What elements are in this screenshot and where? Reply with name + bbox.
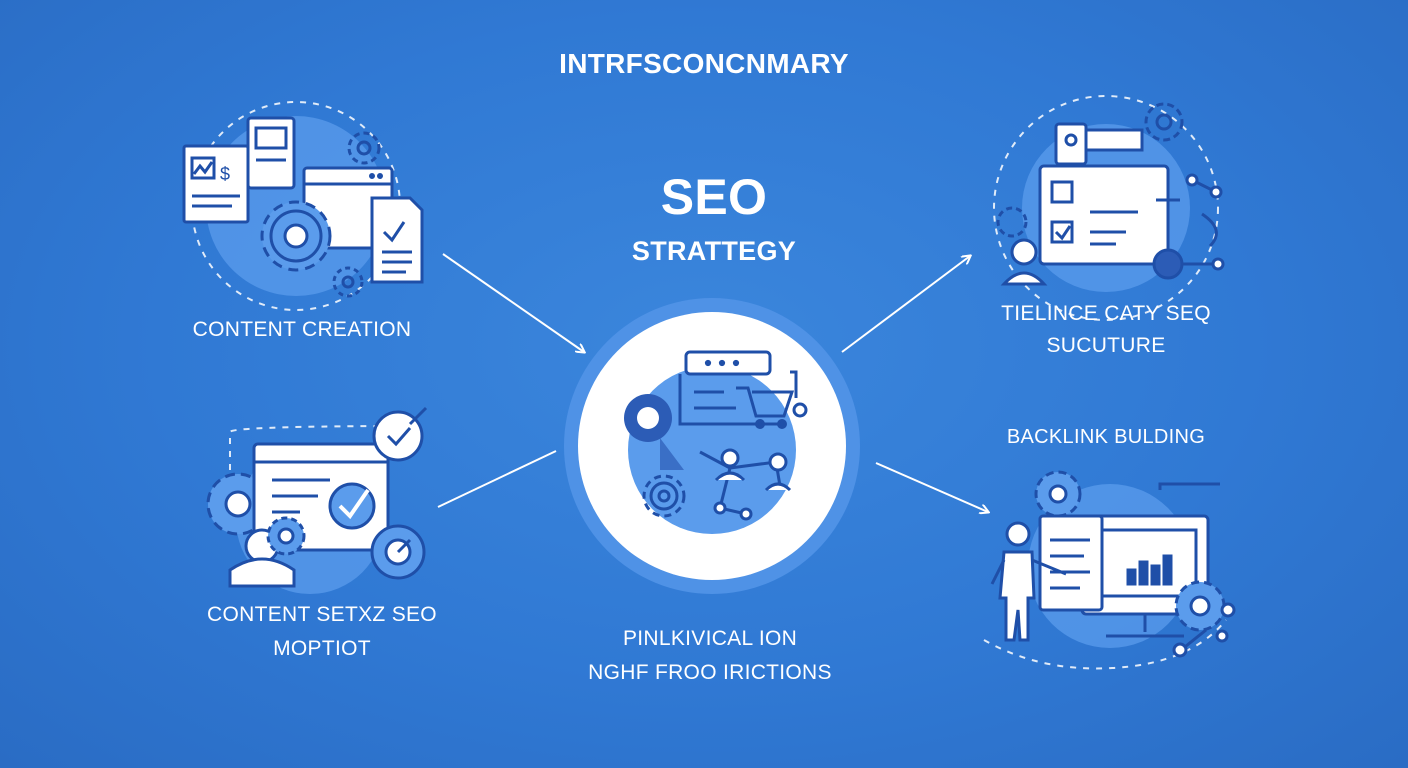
gear-icon <box>1174 580 1226 632</box>
document-icon <box>246 116 296 190</box>
arrow-backlink-building <box>875 462 988 512</box>
gear-icon <box>1144 102 1184 142</box>
center-hub <box>564 298 860 594</box>
network-icon <box>699 448 792 521</box>
diagram-title: INTRFSCONCNMARY <box>559 48 849 79</box>
document-icon <box>1038 514 1104 612</box>
arrow-technical-seo <box>841 256 970 353</box>
target-icon <box>370 524 426 580</box>
svg-text:$: $ <box>220 164 230 184</box>
content-seo-illustration <box>206 406 428 594</box>
node-label-technical-seo: TIELINCE CATY SEQ SUCUTURE <box>956 298 1256 362</box>
center-caption-line: PINLKIVICAL ION <box>622 627 798 650</box>
person-icon <box>1000 238 1048 286</box>
network-icon <box>1152 173 1225 280</box>
gear-icon <box>642 474 686 518</box>
gear-icon <box>332 266 364 298</box>
node-label-line: SUCUTURE <box>1046 334 1166 357</box>
node-label-line: BACKLINK BULDING <box>1006 426 1206 448</box>
network-icon <box>1172 602 1236 658</box>
node-label-line: CONTENT CREATION <box>192 318 412 341</box>
gear-icon <box>347 131 381 165</box>
content-creation-illustration: $ <box>182 101 424 311</box>
browser-window-icon <box>678 350 786 426</box>
center-title: SEO <box>660 169 768 225</box>
chart-icon: $ <box>182 144 250 224</box>
form-window-icon <box>1038 164 1170 266</box>
node-label-line: MOPTIOT <box>273 637 371 660</box>
backlink-building-illustration <box>983 470 1236 670</box>
node-label-line: CONTENT SETXZ SEO <box>207 603 437 626</box>
connector-content-seo <box>437 450 557 508</box>
center-caption: PINLKIVICAL ION NGHF FROO IRICTIONS <box>560 622 860 690</box>
arrow-content-creation <box>442 253 584 352</box>
node-label-content-seo: CONTENT SETXZ SEO MOPTIOT <box>172 598 472 666</box>
technical-seo-illustration <box>993 95 1225 321</box>
clipboard-icon <box>1054 122 1144 166</box>
gear-icon <box>260 200 332 272</box>
node-label-content-creation: CONTENT CREATION <box>152 318 452 342</box>
center-caption-line: NGHF FROO IRICTIONS <box>588 661 832 684</box>
node-label-backlink-building: BACKLINK BULDING <box>956 426 1256 449</box>
cart-icon <box>736 370 808 429</box>
gear-icon <box>1034 470 1082 518</box>
person-icon <box>990 521 1067 642</box>
checklist-icon <box>370 196 424 284</box>
gear-icon <box>996 206 1028 238</box>
gear-icon <box>266 516 306 556</box>
target-icon <box>624 394 684 470</box>
checkmark-icon <box>328 482 376 530</box>
center-subtitle: STRATTEGY <box>631 236 797 266</box>
person-icon <box>228 528 296 588</box>
monitor-icon <box>1080 514 1210 638</box>
target-icon <box>372 406 428 462</box>
node-label-line: TIELINCE CATY SEQ <box>1001 302 1211 325</box>
